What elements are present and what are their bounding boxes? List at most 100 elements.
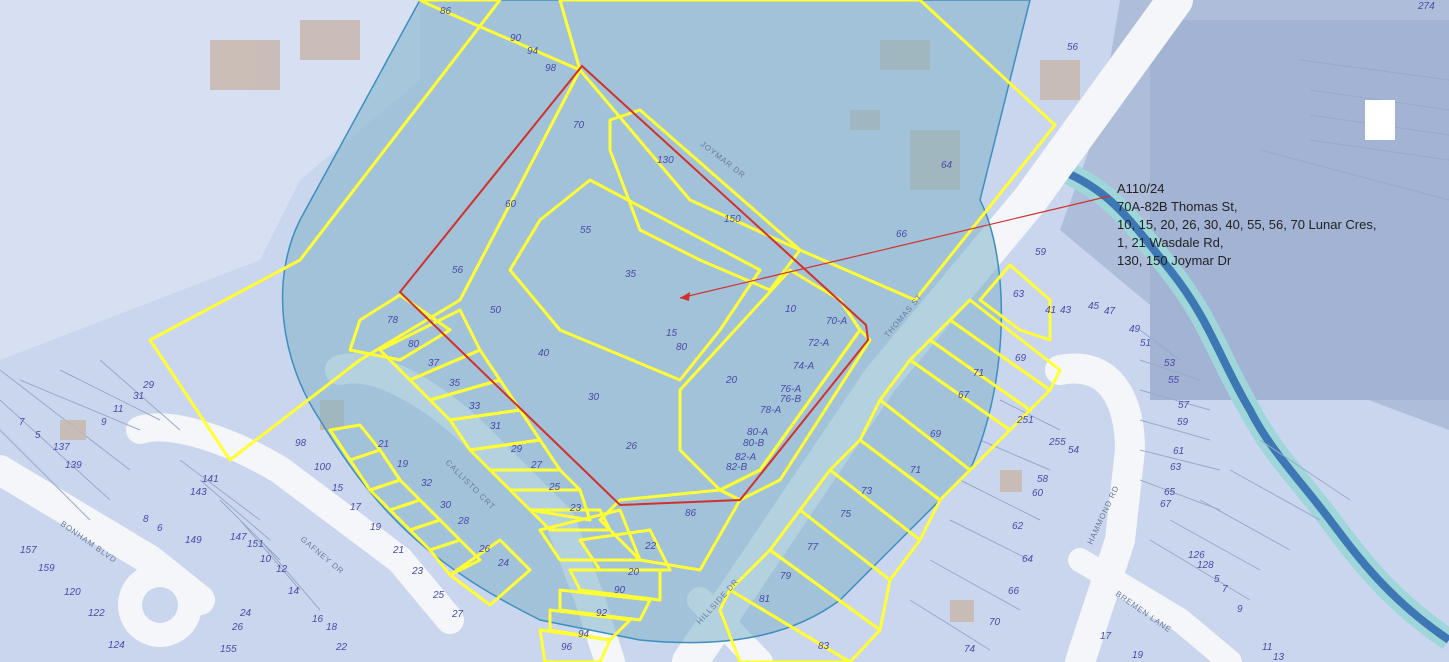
parcel-labels: 8690949870130150605535565040302615801020… — [19, 1, 1435, 662]
parcel-number-label: 33 — [469, 401, 481, 412]
parcel-number-label: 126 — [1188, 550, 1205, 561]
parcel-number-label: 65 — [1164, 487, 1176, 498]
parcel-number-label: 82-B — [726, 462, 747, 473]
parcel-number-label: 59 — [1177, 417, 1189, 428]
parcel-number-label: 74 — [964, 644, 976, 655]
parcel-number-label: 59 — [1035, 247, 1047, 258]
parcel-number-label: 55 — [1168, 375, 1180, 386]
parcel-number-label: 26 — [231, 622, 244, 633]
parcel-number-label: 19 — [370, 522, 382, 533]
parcel-number-label: 141 — [202, 474, 219, 485]
parcel-number-label: 98 — [295, 438, 307, 449]
parcel-number-label: 22 — [335, 642, 348, 653]
parcel-number-label: 50 — [490, 305, 502, 316]
bremen-lane-road — [1068, 548, 1242, 662]
parcel-number-label: 255 — [1048, 437, 1066, 448]
parcel-number-label: 64 — [1022, 554, 1034, 565]
parcel-number-label: 23 — [411, 566, 424, 577]
parcel-number-label: 20 — [627, 567, 640, 578]
parcel-number-label: 74-A — [793, 361, 814, 372]
parcel-number-label: 151 — [247, 539, 264, 550]
parcel-number-label: 25 — [548, 482, 561, 493]
parcel-number-label: 19 — [1132, 650, 1144, 661]
parcel-number-label: 31 — [490, 421, 501, 432]
parcel-number-label: 157 — [20, 545, 37, 556]
callout-arrowhead — [680, 292, 690, 301]
parcel-number-label: 25 — [432, 590, 445, 601]
parcel-number-label: 15 — [666, 328, 678, 339]
parcel-number-label: 70 — [989, 617, 1001, 628]
parcel-number-label: 122 — [88, 608, 105, 619]
parcel-number-label: 75 — [840, 509, 852, 520]
parcel-number-label: 100 — [314, 462, 331, 473]
parcel-number-label: 76-B — [780, 394, 801, 405]
parcel-number-label: 49 — [1129, 324, 1141, 335]
parcel-number-label: 98 — [545, 63, 557, 74]
parcel-130-150 — [608, 108, 802, 292]
parcel-number-label: 78 — [387, 315, 399, 326]
parcel-number-label: 70-A — [826, 316, 847, 327]
parcel-number-label: 21 — [377, 439, 389, 450]
parcel-number-label: 51 — [1140, 338, 1151, 349]
parcel-number-label: 73 — [861, 486, 873, 497]
parcel-86 — [598, 488, 742, 572]
parcel-number-label: 63 — [1170, 462, 1182, 473]
parcel-number-label: 15 — [332, 483, 344, 494]
parcel-number-label: 67 — [1160, 499, 1172, 510]
parcel-number-label: 72-A — [808, 338, 829, 349]
parcel-number-label: 45 — [1088, 301, 1100, 312]
parcel-number-label: 31 — [133, 391, 144, 402]
callout-line: 1, 21 Wasdale Rd, — [1117, 235, 1224, 250]
parcel-22 — [428, 538, 482, 577]
parcel-number-label: 10 — [260, 554, 272, 565]
cul-de-sac-island — [142, 587, 178, 623]
parcel-number-label: 79 — [780, 571, 792, 582]
parcel-number-label: 83 — [818, 641, 830, 652]
parcel-number-label: 22 — [644, 541, 657, 552]
parcel-number-label: 57 — [1178, 400, 1190, 411]
parcel-number-label: 35 — [449, 378, 461, 389]
parcel-number-label: 19 — [397, 459, 409, 470]
parcel-number-label: 70 — [573, 120, 585, 131]
parcel-number-label: 64 — [941, 160, 953, 171]
parcel-number-label: 92 — [596, 608, 608, 619]
parcel-94 — [558, 588, 652, 622]
parcel-number-label: 14 — [288, 586, 300, 597]
parcel-number-label: 71 — [973, 368, 984, 379]
parcel-number-label: 58 — [1037, 474, 1049, 485]
parcel-number-label: 66 — [896, 229, 908, 240]
parcel-number-label: 9 — [101, 417, 107, 428]
callout-line: 10, 15, 20, 26, 30, 40, 55, 56, 70 Lunar… — [1117, 217, 1377, 232]
parcel-number-label: 90 — [510, 33, 522, 44]
parcel-98 — [538, 628, 612, 662]
parcel-number-label: 139 — [65, 460, 82, 471]
parcel-37 — [348, 293, 452, 362]
parcel-number-label: 24 — [497, 558, 510, 569]
parcel-number-label: 35 — [625, 269, 637, 280]
parcel-number-label: 30 — [440, 500, 452, 511]
parcel-21 — [528, 508, 612, 532]
parcel-number-label: 130 — [657, 155, 674, 166]
parcel-number-label: 61 — [1173, 446, 1184, 457]
subject-lands-outline — [398, 64, 870, 507]
parcel-number-label: 29 — [510, 444, 523, 455]
parcel-number-label: 60 — [505, 199, 517, 210]
parcel-number-label: 5 — [35, 430, 41, 441]
parcel-number-label: 80 — [408, 339, 420, 350]
callout-line: 70A-82B Thomas St, — [1117, 199, 1238, 214]
callout-line: A110/24 — [1117, 181, 1165, 196]
parcel-19 — [538, 508, 642, 562]
parcel-number-label: 21 — [392, 545, 404, 556]
parcel-number-label: 7 — [19, 417, 25, 428]
parcel-number-label: 62 — [1012, 521, 1024, 532]
parcel-number-label: 16 — [312, 614, 324, 625]
parcel-number-label: 56 — [1067, 42, 1079, 53]
parcel-number-label: 155 — [220, 644, 237, 655]
parcel-number-label: 6 — [157, 523, 163, 534]
parcel-number-label: 8 — [143, 514, 149, 525]
parcel-number-label: 43 — [1060, 305, 1072, 316]
parcel-number-label: 124 — [108, 640, 125, 651]
parcel-number-label: 147 — [230, 532, 247, 543]
